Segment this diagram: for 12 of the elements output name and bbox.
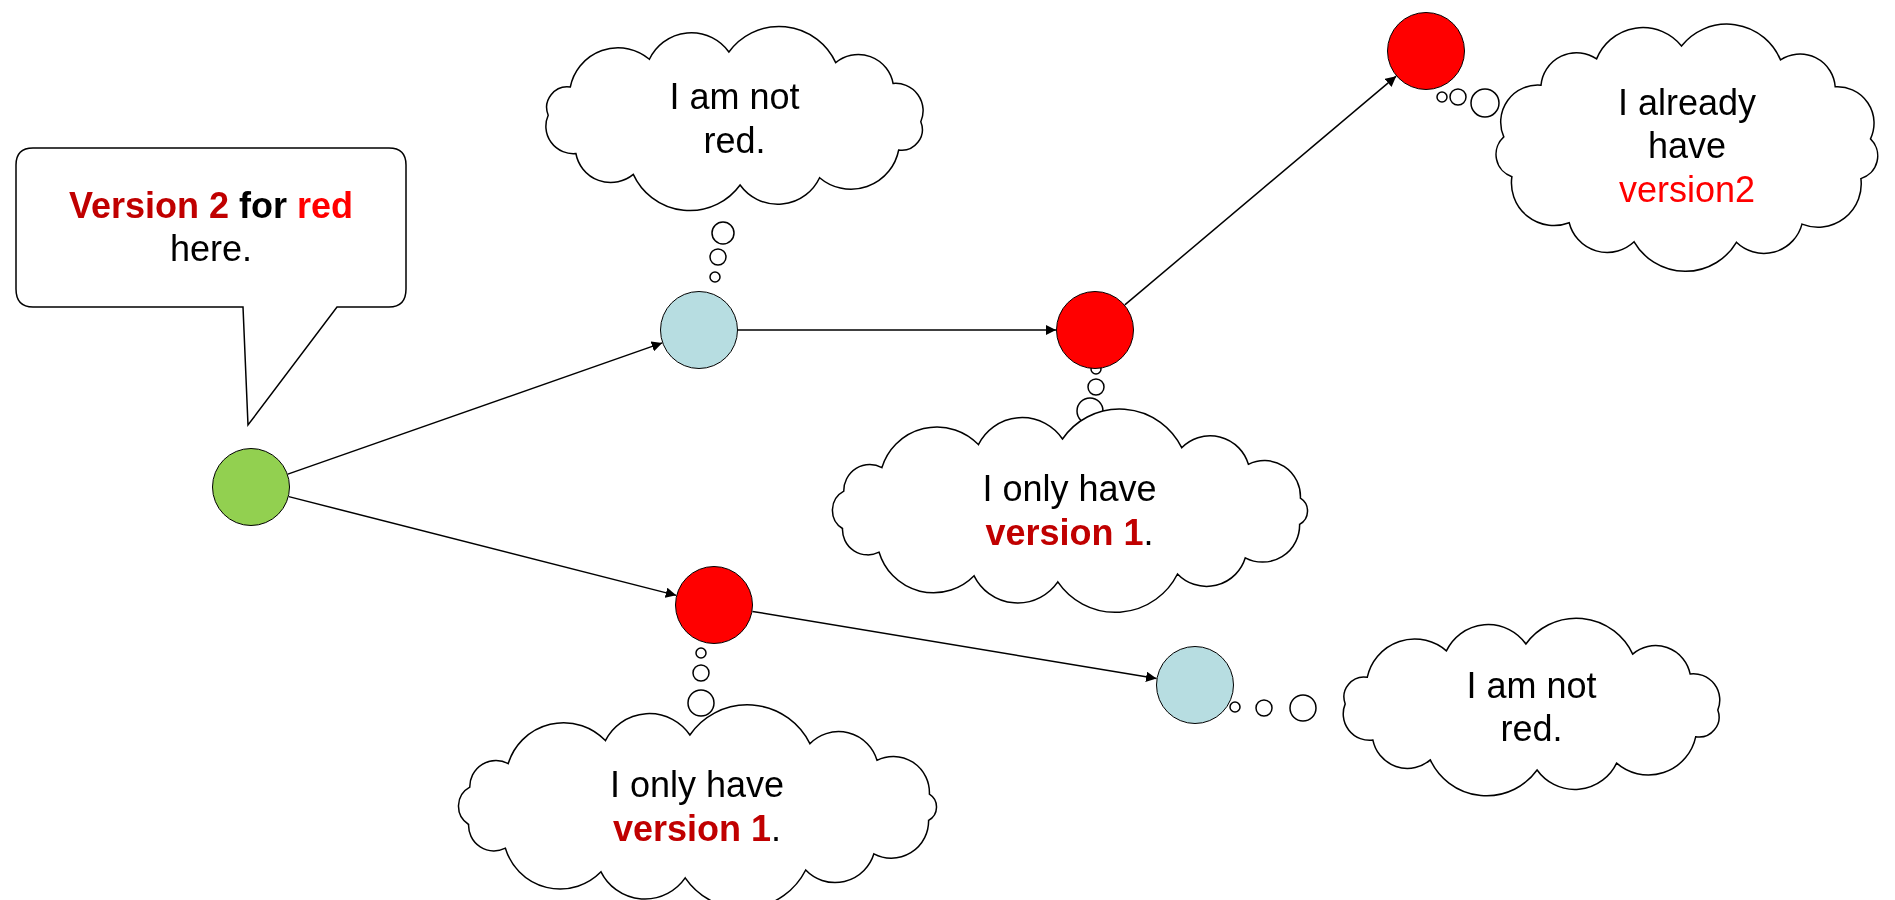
cloud-text: version2 [1617,167,1757,211]
cloud-text: I only have version 1. [608,763,786,850]
cloud-text: I am not red. [668,75,801,162]
arrow [737,324,1057,336]
arrow [288,495,677,598]
arrow [287,341,663,475]
arrow [1124,75,1397,306]
arrow [751,610,1158,683]
cloud-text: I am not red. [1465,663,1598,751]
cloud-text: I only have version 1. [981,467,1158,554]
bubble-text: Version 2 for red here. [67,183,355,271]
cloud-text: I already have [1616,81,1758,168]
